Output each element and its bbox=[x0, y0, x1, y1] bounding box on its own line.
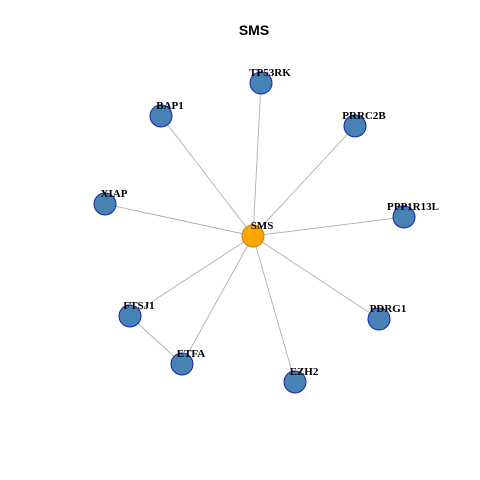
edge-sms-prrc2b bbox=[252, 125, 356, 237]
node-circle-ftsj1 bbox=[118, 304, 142, 328]
node-etfa: ETFA bbox=[170, 348, 206, 376]
node-label-sms: SMS bbox=[251, 220, 274, 232]
edge-sms-ftsj1 bbox=[129, 235, 254, 317]
node-label-pdrg1: PDRG1 bbox=[370, 303, 407, 315]
node-circle-ezh2 bbox=[283, 370, 307, 394]
node-circle-tp53rk bbox=[249, 71, 273, 95]
node-circle-xiap bbox=[93, 192, 117, 216]
edge-sms-ppp1r13l bbox=[252, 216, 405, 237]
node-ppp1r13l: PPP1R13L bbox=[387, 201, 439, 229]
edges-layer bbox=[104, 82, 405, 383]
node-label-tp53rk: TP53RK bbox=[249, 67, 291, 79]
node-label-prrc2b: PRRC2B bbox=[342, 110, 386, 122]
node-circle-prrc2b bbox=[343, 114, 367, 138]
node-label-ppp1r13l: PPP1R13L bbox=[387, 201, 439, 213]
edge-sms-etfa bbox=[181, 235, 254, 365]
node-circle-etfa bbox=[170, 352, 194, 376]
node-ezh2: EZH2 bbox=[283, 366, 319, 394]
node-bap1: BAP1 bbox=[149, 100, 184, 128]
edge-sms-xiap bbox=[104, 203, 254, 237]
node-circle-pdrg1 bbox=[367, 307, 391, 331]
edge-sms-pdrg1 bbox=[252, 235, 380, 320]
edge-sms-ezh2 bbox=[252, 235, 296, 383]
node-sms: SMS bbox=[241, 220, 274, 248]
node-ftsj1: FTSJ1 bbox=[118, 300, 155, 328]
node-label-xiap: XIAP bbox=[101, 188, 128, 200]
node-tp53rk: TP53RK bbox=[249, 67, 291, 95]
node-circle-bap1 bbox=[149, 104, 173, 128]
node-label-etfa: ETFA bbox=[177, 348, 206, 360]
edge-sms-tp53rk bbox=[252, 82, 262, 237]
node-prrc2b: PRRC2B bbox=[342, 110, 386, 138]
node-xiap: XIAP bbox=[93, 188, 128, 216]
node-circle-sms bbox=[241, 224, 265, 248]
node-pdrg1: PDRG1 bbox=[367, 303, 407, 331]
edge-sms-bap1 bbox=[160, 115, 254, 237]
node-label-ezh2: EZH2 bbox=[290, 366, 319, 378]
node-label-bap1: BAP1 bbox=[156, 100, 184, 112]
diagram-title: SMS bbox=[239, 22, 269, 38]
edge-ftsj1-etfa bbox=[129, 315, 183, 365]
node-circle-ppp1r13l bbox=[392, 205, 416, 229]
node-label-ftsj1: FTSJ1 bbox=[123, 300, 154, 312]
